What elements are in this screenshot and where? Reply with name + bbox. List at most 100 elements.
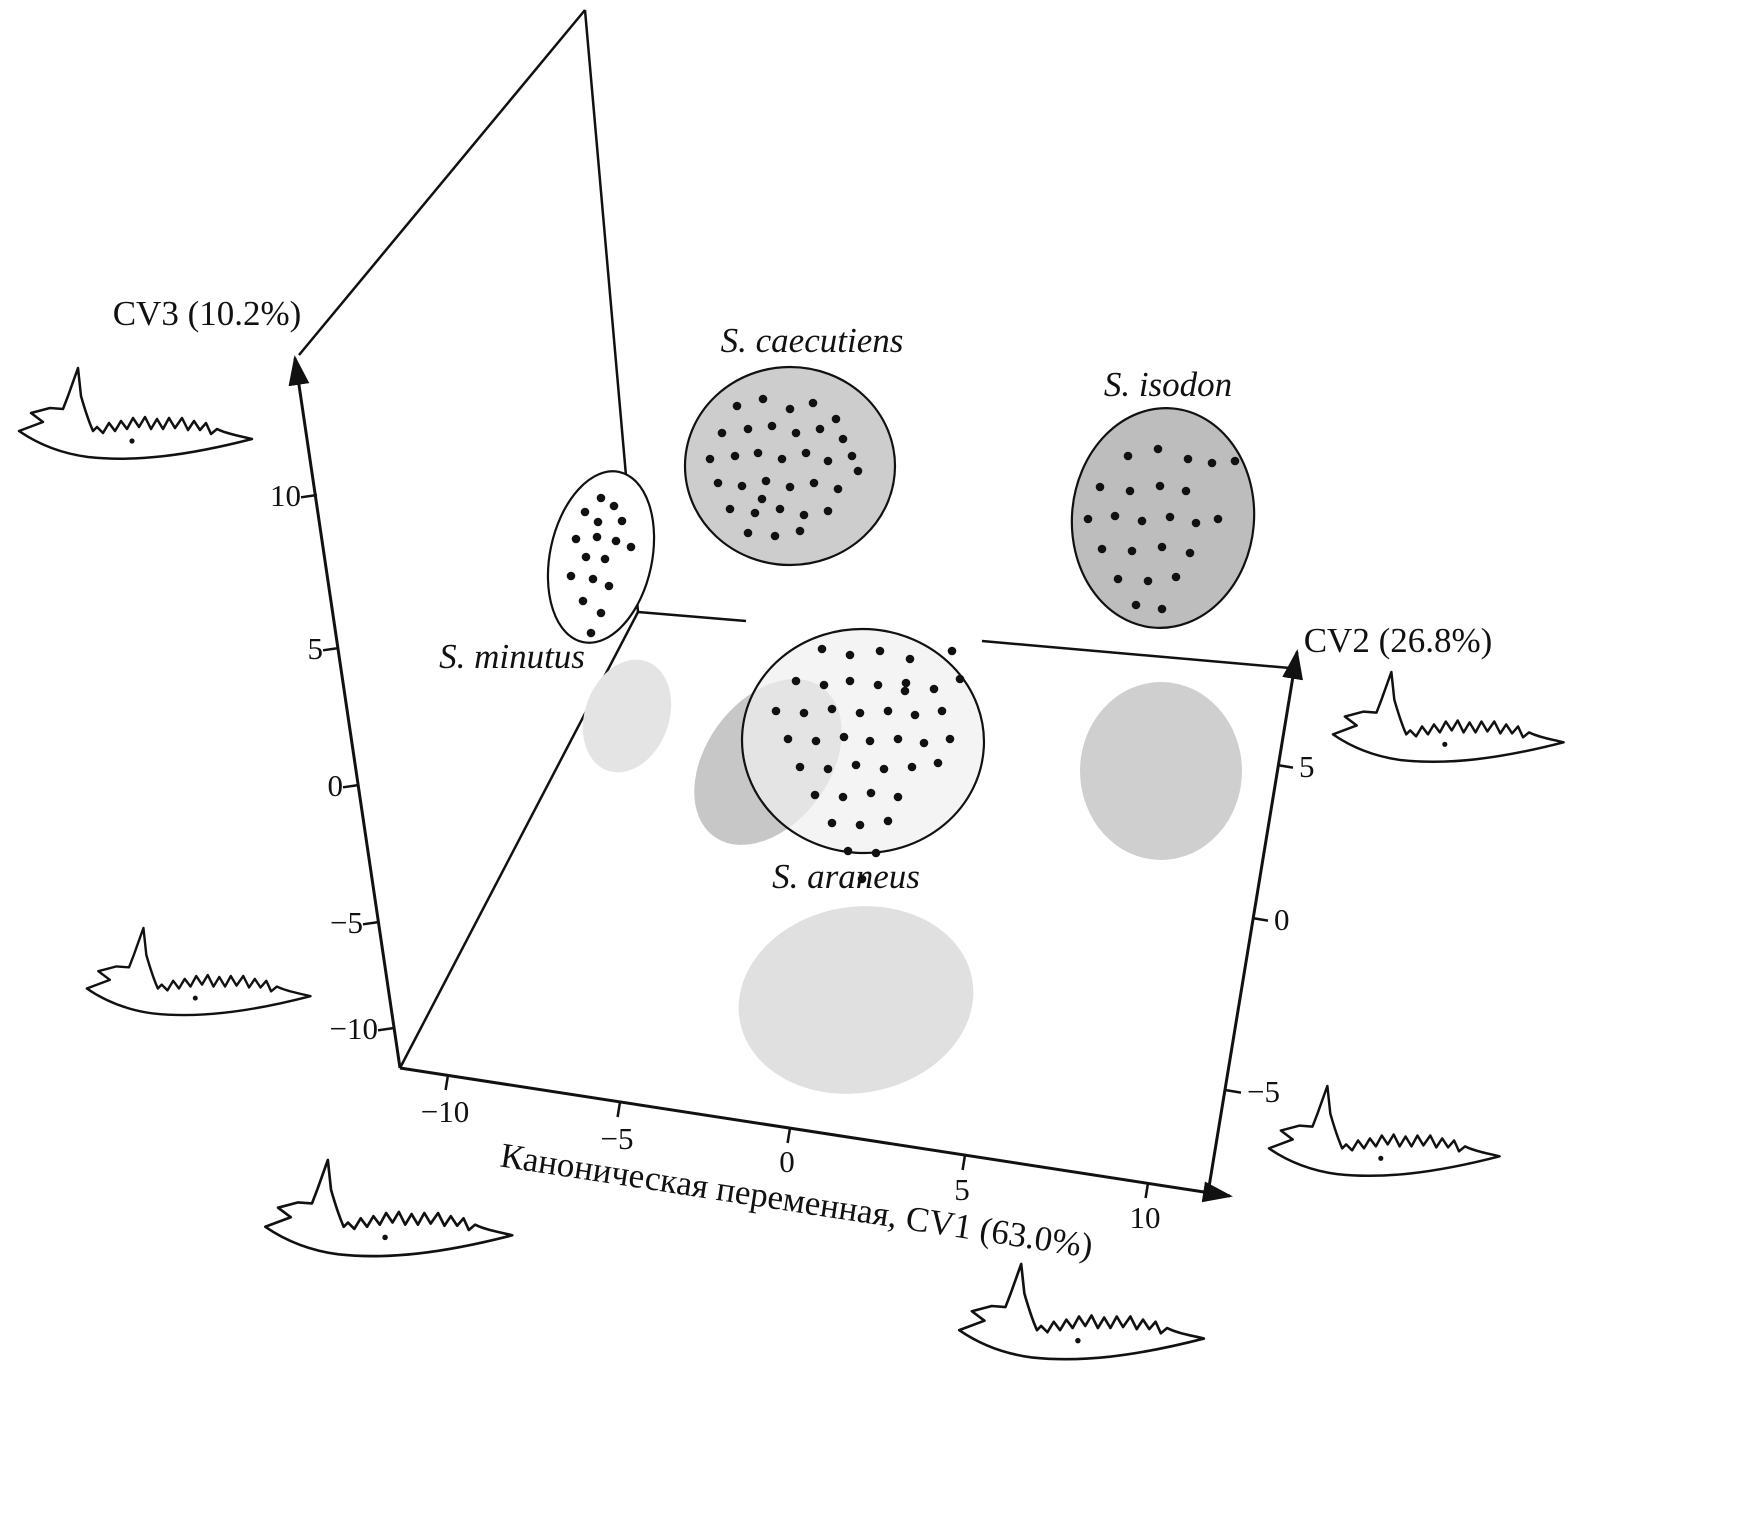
cv1-tick-mark bbox=[444, 1074, 450, 1091]
data-point-araneus bbox=[799, 708, 809, 718]
data-point-isodon bbox=[1123, 451, 1133, 461]
data-point-minutus bbox=[580, 507, 590, 517]
data-point-caecutiens bbox=[785, 404, 795, 414]
data-points bbox=[566, 394, 1240, 884]
data-point-araneus bbox=[879, 764, 889, 774]
data-point-araneus bbox=[901, 678, 911, 688]
confidence-ellipse-minutus bbox=[546, 470, 656, 644]
data-point-minutus bbox=[609, 501, 619, 511]
data-point-isodon bbox=[1213, 514, 1223, 524]
data-point-caecutiens bbox=[838, 434, 848, 444]
data-point-araneus bbox=[823, 764, 833, 774]
data-point-araneus bbox=[905, 654, 915, 664]
data-point-isodon bbox=[1125, 486, 1135, 496]
back-plane-top-left-edge bbox=[298, 9, 586, 356]
data-point-caecutiens bbox=[758, 394, 768, 404]
cv1-tick-label: −10 bbox=[421, 1094, 469, 1129]
species-label-isodon: S. isodon bbox=[1104, 365, 1232, 404]
data-point-caecutiens bbox=[777, 454, 787, 464]
data-point-caecutiens bbox=[705, 454, 715, 464]
data-point-caecutiens bbox=[815, 424, 825, 434]
cv1-tick-label: 10 bbox=[1130, 1200, 1161, 1235]
data-point-isodon bbox=[1157, 604, 1167, 614]
data-point-araneus bbox=[937, 706, 947, 716]
cv3-tick-mark bbox=[362, 920, 380, 926]
data-point-caecutiens bbox=[831, 414, 841, 424]
cv3-tick-mark bbox=[300, 493, 318, 499]
data-point-isodon bbox=[1157, 542, 1167, 552]
data-point-caecutiens bbox=[809, 478, 819, 488]
cv2-tick-mark bbox=[1251, 916, 1269, 922]
cv1-tick-mark bbox=[1144, 1182, 1150, 1199]
data-point-caecutiens bbox=[737, 481, 747, 491]
data-point-araneus bbox=[771, 706, 781, 716]
confidence-ellipse-caecutiens bbox=[683, 365, 897, 567]
data-point-araneus bbox=[900, 686, 910, 696]
data-point-araneus bbox=[871, 848, 881, 858]
cv3-tick-label: −5 bbox=[330, 905, 363, 940]
data-point-minutus bbox=[604, 581, 614, 591]
cv2-tick-label: 5 bbox=[1299, 749, 1315, 784]
data-point-caecutiens bbox=[795, 526, 805, 536]
data-point-minutus bbox=[571, 534, 581, 544]
data-point-araneus bbox=[817, 644, 827, 654]
data-point-araneus bbox=[910, 710, 920, 720]
mandible-middle-left-icon bbox=[85, 926, 312, 1017]
data-point-caecutiens bbox=[732, 401, 742, 411]
mandible-top-left-icon bbox=[17, 366, 254, 460]
data-point-araneus bbox=[866, 788, 876, 798]
data-point-caecutiens bbox=[785, 482, 795, 492]
data-point-caecutiens bbox=[743, 528, 753, 538]
data-point-isodon bbox=[1127, 546, 1137, 556]
data-point-caecutiens bbox=[833, 484, 843, 494]
data-point-isodon bbox=[1155, 481, 1165, 491]
cv3-tick-label: 0 bbox=[328, 768, 344, 803]
data-point-minutus bbox=[617, 516, 627, 526]
mandible-bottom-right-icon bbox=[1267, 1084, 1501, 1178]
cv3-tick-label: 5 bbox=[308, 631, 324, 666]
data-point-araneus bbox=[855, 820, 865, 830]
data-point-araneus bbox=[883, 706, 893, 716]
data-point-isodon bbox=[1230, 456, 1240, 466]
data-point-araneus bbox=[929, 684, 939, 694]
data-point-caecutiens bbox=[823, 456, 833, 466]
cv1-tick-mark bbox=[786, 1127, 792, 1144]
data-point-minutus bbox=[593, 517, 603, 527]
data-point-minutus bbox=[588, 574, 598, 584]
data-point-isodon bbox=[1137, 516, 1147, 526]
cv1-tick-mark bbox=[961, 1154, 967, 1171]
data-point-isodon bbox=[1185, 548, 1195, 558]
mandible-bottom-center-icon bbox=[957, 1262, 1206, 1361]
data-point-caecutiens bbox=[775, 504, 785, 514]
data-point-araneus bbox=[795, 762, 805, 772]
cv2-tick-mark bbox=[1224, 1088, 1242, 1094]
cv3-tick-label: 10 bbox=[270, 478, 301, 513]
data-point-isodon bbox=[1131, 600, 1141, 610]
data-point-araneus bbox=[873, 680, 883, 690]
data-point-caecutiens bbox=[847, 451, 857, 461]
cv1-tick-mark bbox=[616, 1101, 622, 1118]
data-point-caecutiens bbox=[770, 531, 780, 541]
cv2-axis-title: CV2 (26.8%) bbox=[1304, 621, 1493, 660]
data-point-araneus bbox=[843, 846, 853, 856]
species-label-minutus: S. minutus bbox=[439, 637, 585, 676]
data-point-caecutiens bbox=[799, 510, 809, 520]
data-point-caecutiens bbox=[717, 428, 727, 438]
data-point-caecutiens bbox=[761, 476, 771, 486]
data-point-araneus bbox=[783, 734, 793, 744]
data-point-isodon bbox=[1113, 574, 1123, 584]
data-point-caecutiens bbox=[767, 421, 777, 431]
data-point-isodon bbox=[1153, 444, 1163, 454]
data-point-caecutiens bbox=[808, 398, 818, 408]
cv1-tick-label: 0 bbox=[779, 1144, 795, 1179]
species-label-araneus: S. araneus bbox=[772, 857, 920, 896]
data-point-araneus bbox=[933, 758, 943, 768]
data-point-araneus bbox=[919, 738, 929, 748]
data-point-araneus bbox=[883, 816, 893, 826]
data-point-araneus bbox=[810, 790, 820, 800]
cv3-axis-title: CV3 (10.2%) bbox=[113, 294, 302, 333]
data-point-araneus bbox=[955, 674, 965, 684]
data-point-isodon bbox=[1165, 512, 1175, 522]
